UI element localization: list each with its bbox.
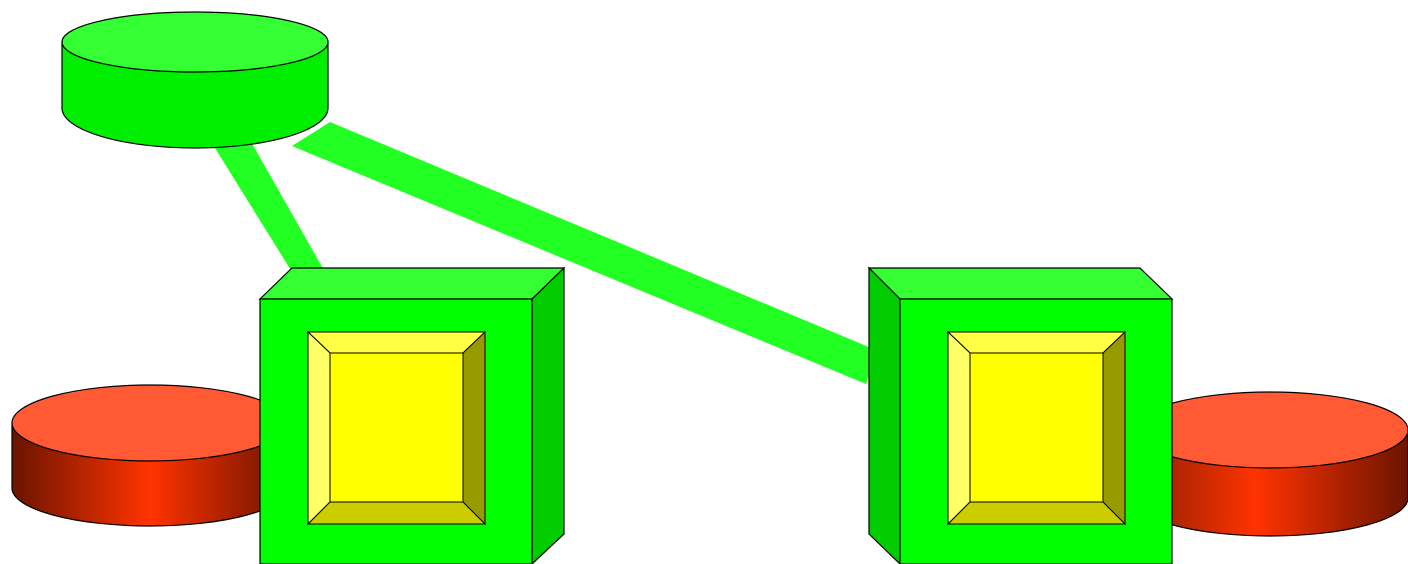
links	[210, 122, 876, 384]
yellow-panel-icon-right	[946, 330, 1127, 526]
green-cube-device-icon-left	[258, 266, 566, 564]
yellow-panel-icon-left	[306, 330, 487, 526]
red-disk-cylinder-icon-right	[1131, 391, 1408, 537]
red-disk-cylinder-icon-left	[11, 384, 289, 527]
green-database-cylinder-icon	[61, 11, 329, 149]
green-cube-device-icon-right	[867, 266, 1174, 564]
link-cylinder-to-right-device	[292, 122, 876, 384]
link-cylinder-to-left-device	[210, 140, 325, 272]
